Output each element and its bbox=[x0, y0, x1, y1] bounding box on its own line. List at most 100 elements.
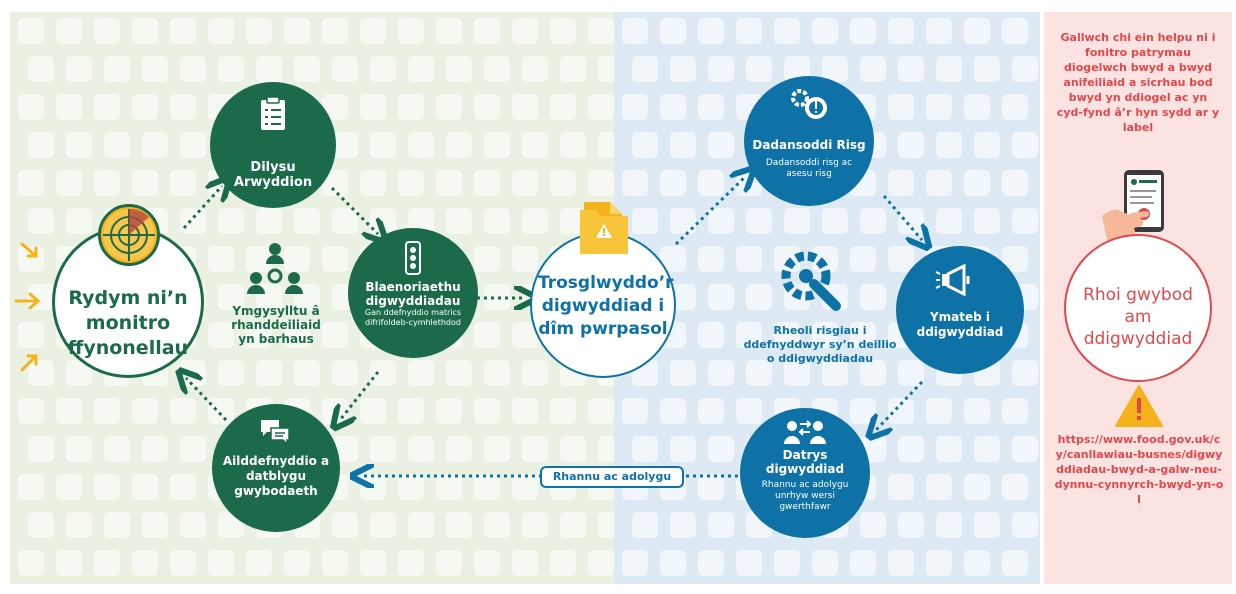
pattern-tile bbox=[669, 132, 696, 158]
pattern-tile bbox=[445, 360, 472, 386]
pattern-tile bbox=[27, 56, 54, 82]
pattern-tile bbox=[559, 56, 586, 82]
pattern-tile bbox=[1001, 18, 1028, 44]
pattern-tile bbox=[65, 512, 92, 538]
pattern-tile bbox=[659, 550, 686, 576]
pattern-tile bbox=[179, 436, 206, 462]
pattern-tile bbox=[559, 132, 586, 158]
pattern-tile bbox=[321, 246, 348, 272]
pattern-tile bbox=[521, 208, 548, 234]
pattern-tile bbox=[331, 208, 358, 234]
input-arrow-icon bbox=[20, 242, 38, 258]
pattern-tile bbox=[697, 398, 724, 424]
pattern-tile bbox=[17, 18, 44, 44]
pattern-tile bbox=[925, 170, 952, 196]
pattern-tile bbox=[597, 436, 614, 462]
pattern-tile bbox=[103, 132, 130, 158]
pattern-tile bbox=[597, 512, 614, 538]
pattern-tile bbox=[849, 18, 876, 44]
report-incident-label: Rhoi gwybod am ddigwyddiad bbox=[1083, 285, 1193, 349]
pattern-tile bbox=[587, 18, 614, 44]
verify-signals-label: Dilysu Arwyddion bbox=[233, 160, 313, 190]
pattern-tile bbox=[1011, 56, 1038, 82]
pattern-tile bbox=[783, 360, 810, 386]
pattern-tile bbox=[745, 360, 772, 386]
arrow-redevelop-to-monitor bbox=[186, 378, 228, 422]
pattern-tile bbox=[55, 550, 82, 576]
pattern-tile bbox=[435, 474, 462, 500]
pattern-tile bbox=[773, 246, 800, 272]
pattern-tile bbox=[621, 94, 648, 120]
pattern-tile bbox=[621, 398, 648, 424]
pattern-tile bbox=[559, 512, 586, 538]
pattern-tile bbox=[1011, 436, 1038, 462]
pattern-tile bbox=[735, 398, 762, 424]
pattern-tile bbox=[935, 436, 962, 462]
pattern-tile bbox=[359, 170, 386, 196]
pattern-tile bbox=[669, 208, 696, 234]
pattern-tile bbox=[859, 208, 886, 234]
pattern-tile bbox=[925, 94, 952, 120]
pattern-tile bbox=[179, 512, 206, 538]
pattern-tile bbox=[963, 550, 990, 576]
pattern-tile bbox=[483, 56, 510, 82]
pattern-tile bbox=[207, 398, 234, 424]
pattern-tile bbox=[359, 398, 386, 424]
pattern-tile bbox=[963, 474, 990, 500]
pattern-tile bbox=[169, 170, 196, 196]
pattern-tile bbox=[55, 398, 82, 424]
pattern-tile bbox=[511, 550, 538, 576]
pattern-tile bbox=[179, 132, 206, 158]
pattern-tile bbox=[669, 512, 696, 538]
pattern-tile bbox=[131, 94, 158, 120]
pattern-tile bbox=[859, 56, 886, 82]
pattern-tile bbox=[631, 208, 658, 234]
pattern-tile bbox=[897, 436, 924, 462]
prioritise-incidents-label: Blaenoriaethu digwyddiadau bbox=[365, 280, 461, 308]
pattern-tile bbox=[1001, 474, 1028, 500]
pattern-tile bbox=[93, 170, 120, 196]
pattern-tile bbox=[963, 398, 990, 424]
pattern-tile bbox=[549, 170, 576, 196]
pattern-tile bbox=[1001, 398, 1028, 424]
report-incident-link[interactable]: https://www.food.gov.uk/cy/canllawiau-bu… bbox=[1054, 433, 1224, 506]
gears-icon bbox=[791, 89, 827, 119]
pattern-tile bbox=[587, 170, 614, 196]
pattern-tile bbox=[821, 208, 848, 234]
pattern-tile bbox=[93, 550, 120, 576]
pattern-tile bbox=[549, 398, 576, 424]
pattern-tile bbox=[483, 360, 510, 386]
pattern-tile bbox=[169, 550, 196, 576]
pattern-tile bbox=[17, 170, 44, 196]
pattern-tile bbox=[473, 474, 500, 500]
pattern-tile bbox=[131, 18, 158, 44]
pattern-tile bbox=[397, 398, 424, 424]
pattern-tile bbox=[293, 56, 320, 82]
pattern-tile bbox=[369, 56, 396, 82]
pattern-tile bbox=[245, 550, 272, 576]
pattern-tile bbox=[245, 322, 272, 348]
pattern-tile bbox=[131, 474, 158, 500]
pattern-tile bbox=[255, 208, 282, 234]
pattern-tile bbox=[859, 512, 886, 538]
pattern-tile bbox=[483, 512, 510, 538]
pattern-tile bbox=[511, 170, 538, 196]
pattern-tile bbox=[973, 132, 1000, 158]
pattern-tile bbox=[435, 550, 462, 576]
pattern-tile bbox=[935, 208, 962, 234]
pattern-tile bbox=[445, 208, 472, 234]
speech-bubbles-icon bbox=[261, 420, 290, 444]
pattern-tile bbox=[897, 512, 924, 538]
pattern-tile bbox=[511, 398, 538, 424]
pattern-tile bbox=[169, 18, 196, 44]
clipboard-checklist-icon bbox=[261, 96, 285, 130]
pattern-tile bbox=[597, 132, 614, 158]
pattern-tile bbox=[511, 474, 538, 500]
pattern-tile bbox=[445, 436, 472, 462]
pattern-tile bbox=[773, 18, 800, 44]
pattern-tile bbox=[659, 170, 686, 196]
pattern-tile bbox=[1011, 208, 1038, 234]
phone-hand-icon bbox=[1102, 170, 1164, 244]
pattern-tile bbox=[735, 322, 762, 348]
pattern-tile bbox=[445, 132, 472, 158]
